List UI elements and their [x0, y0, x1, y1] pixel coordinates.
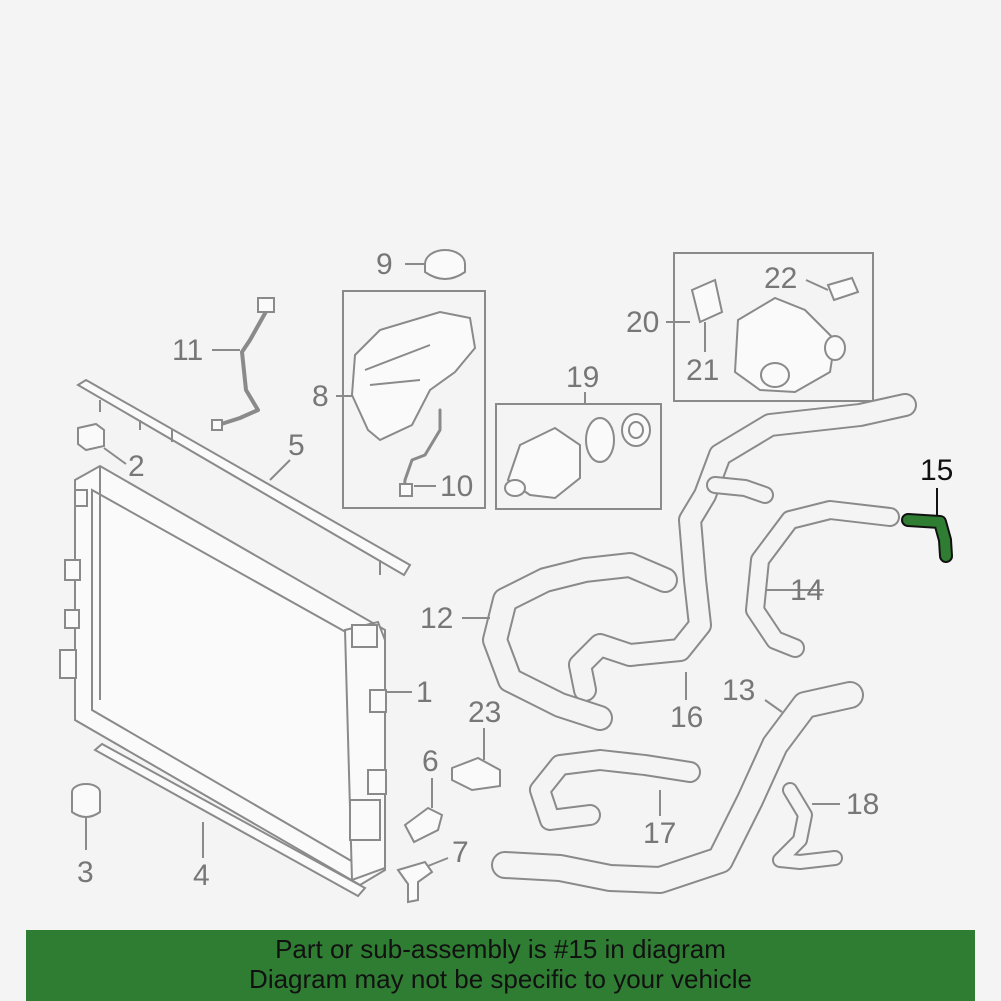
- callout-6: 6: [422, 745, 439, 778]
- callout-labels: 1 2 3 4 5 6 7 8 9 10 11 12 13 14 15 16 1…: [77, 248, 953, 892]
- leader-lines: [85, 263, 938, 867]
- thermostat-housing: [504, 413, 651, 500]
- callout-13: 13: [722, 674, 755, 707]
- footer-line-1: Part or sub-assembly is #15 in diagram: [275, 934, 726, 964]
- callout-20: 20: [626, 306, 659, 339]
- coolant-reservoir: [350, 310, 477, 497]
- reservoir-box: [342, 290, 486, 509]
- sensor-harness: [211, 297, 275, 431]
- callout-9: 9: [376, 248, 393, 281]
- hose-12: [482, 552, 678, 731]
- callout-23: 23: [468, 696, 501, 729]
- water-outlet: [690, 276, 860, 394]
- callout-14: 14: [790, 574, 823, 607]
- callout-1: 1: [416, 676, 433, 709]
- callout-10: 10: [440, 470, 473, 503]
- hose-14: [745, 500, 900, 658]
- highlighted-part-15: [901, 513, 953, 563]
- callout-15: 15: [920, 454, 953, 487]
- thermostat-box: [495, 403, 662, 510]
- callout-22: 22: [764, 262, 797, 295]
- callout-3: 3: [77, 856, 94, 889]
- footer-line-2: Diagram may not be specific to your vehi…: [249, 964, 752, 994]
- radiator: [59, 464, 387, 887]
- callout-18: 18: [846, 788, 879, 821]
- callout-8: 8: [312, 380, 329, 413]
- coolant-sensor: [451, 756, 501, 792]
- hose-13: [491, 681, 864, 894]
- callout-2: 2: [128, 450, 145, 483]
- drain-plug: [396, 860, 434, 904]
- drain-cap: [71, 783, 101, 818]
- footer-banner: Part or sub-assembly is #15 in diagram D…: [26, 930, 975, 1001]
- reservoir-cap: [424, 249, 466, 280]
- lower-rail: [93, 742, 367, 898]
- callout-11: 11: [172, 334, 203, 367]
- callout-5: 5: [288, 429, 305, 462]
- callout-4: 4: [193, 859, 210, 892]
- bracket: [77, 422, 105, 452]
- hose-17: [529, 749, 701, 831]
- callout-12: 12: [420, 602, 453, 635]
- upper-rail: [76, 378, 412, 577]
- water-outlet-box: [673, 252, 874, 402]
- callout-16: 16: [670, 701, 703, 734]
- hose-18: [772, 782, 843, 870]
- callout-17: 17: [643, 817, 676, 850]
- callout-21: 21: [686, 354, 719, 387]
- callout-7: 7: [452, 836, 469, 869]
- temp-sensor: [403, 806, 444, 844]
- hose-16: [568, 393, 917, 702]
- callout-19: 19: [566, 361, 599, 394]
